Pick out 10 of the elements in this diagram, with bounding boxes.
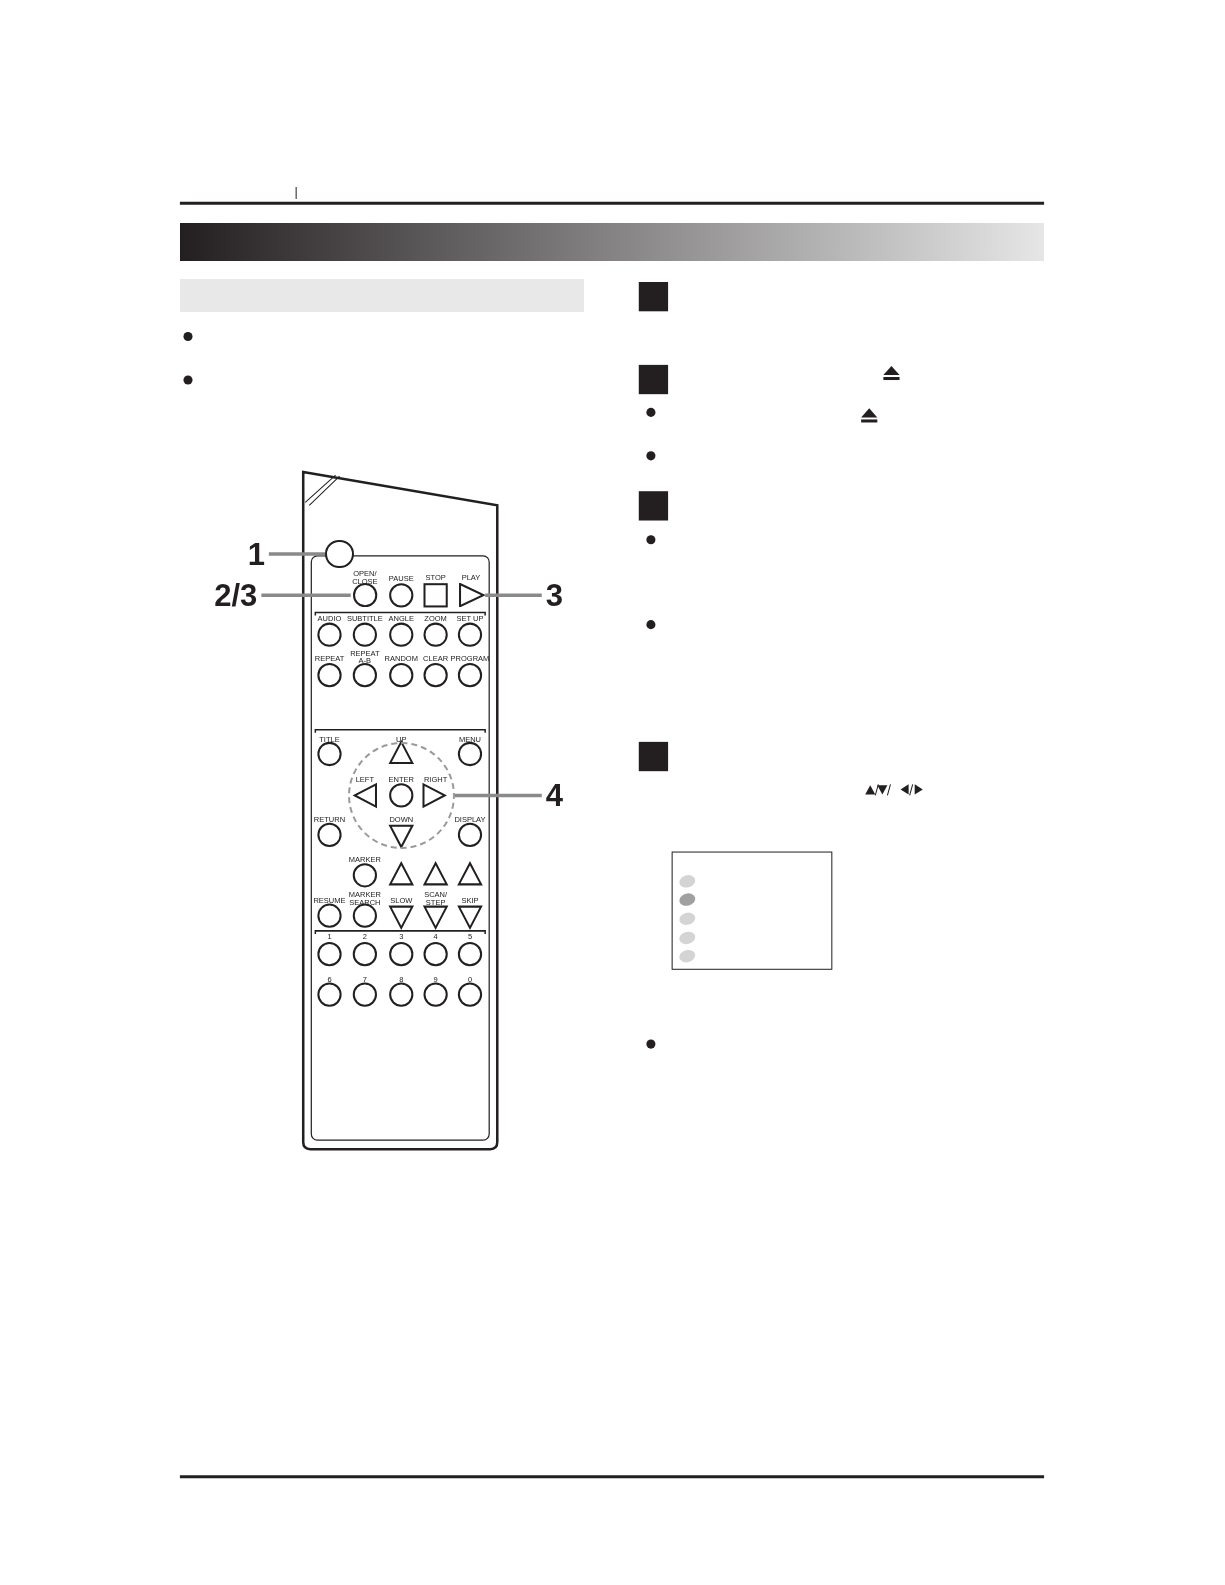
heading-bar (179, 223, 1045, 261)
callout-number: 3 (545, 580, 564, 612)
leader-line (268, 552, 326, 556)
dashed-circle (347, 741, 455, 849)
callout-number: 1 (247, 538, 265, 570)
leader-line (454, 793, 542, 798)
leader-line (261, 593, 351, 598)
leader-line (485, 593, 542, 598)
callout-number: 4 (545, 780, 564, 812)
callout-number: 2/3 (214, 580, 258, 612)
